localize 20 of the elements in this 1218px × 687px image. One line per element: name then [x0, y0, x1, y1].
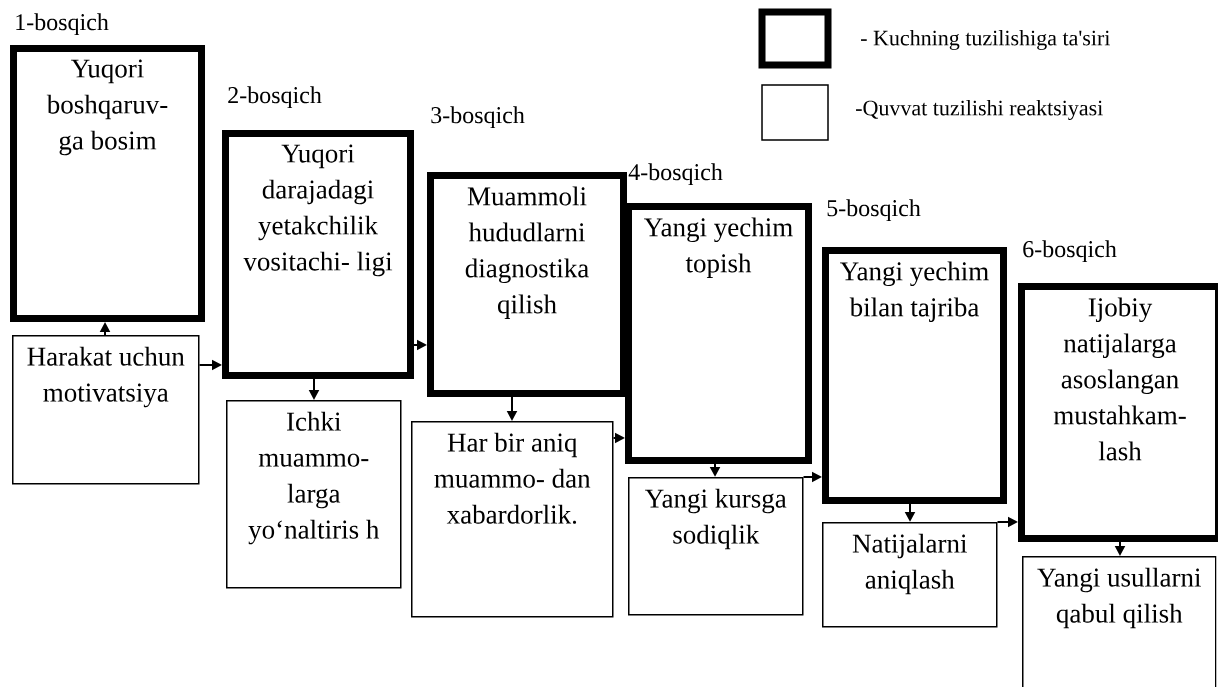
stage-box: Yangi yechim topish	[625, 203, 812, 464]
stage-box: Muammoli hududlarni diagnostika qilish	[427, 172, 627, 397]
stage-label: 2-bosqich	[228, 86, 322, 109]
legend-text: -Quvvat tuzilishi reaktsiyasi	[856, 100, 1103, 120]
reaction-box: Yangi usullarni qabul qilish	[1022, 556, 1217, 687]
stage-label: 6-bosqich	[1023, 240, 1117, 263]
stage-label: 3-bosqich	[431, 106, 525, 129]
stage-box: Yangi yechim bilan tajriba	[822, 247, 1007, 504]
stage-box: Yuqori boshqaruv- ga bosim	[10, 45, 205, 322]
reaction-box: Ichki muammo- larga yo‘naltiris h	[226, 400, 402, 589]
reaction-box: Harakat uchun motivatsiya	[12, 335, 200, 485]
stage-label: 5-bosqich	[827, 199, 921, 222]
reaction-box: Yangi kursga sodiqlik	[628, 477, 804, 616]
legend-text: - Kuchning tuzilishiga ta'siri	[861, 30, 1110, 50]
reaction-box: Har bir aniq muammo- dan xabardorlik.	[411, 421, 614, 618]
reaction-box: Natijalarni aniqlash	[822, 522, 998, 628]
stage-label: 4-bosqich	[628, 163, 723, 186]
stage-box: Ijobiy natijalarga asoslangan mustahkam- lash	[1018, 283, 1218, 542]
stage-box: Yuqori darajadagi yetakchilik vositachi- ligi	[222, 130, 414, 379]
stage-label: 1-bosqich	[16, 13, 109, 36]
